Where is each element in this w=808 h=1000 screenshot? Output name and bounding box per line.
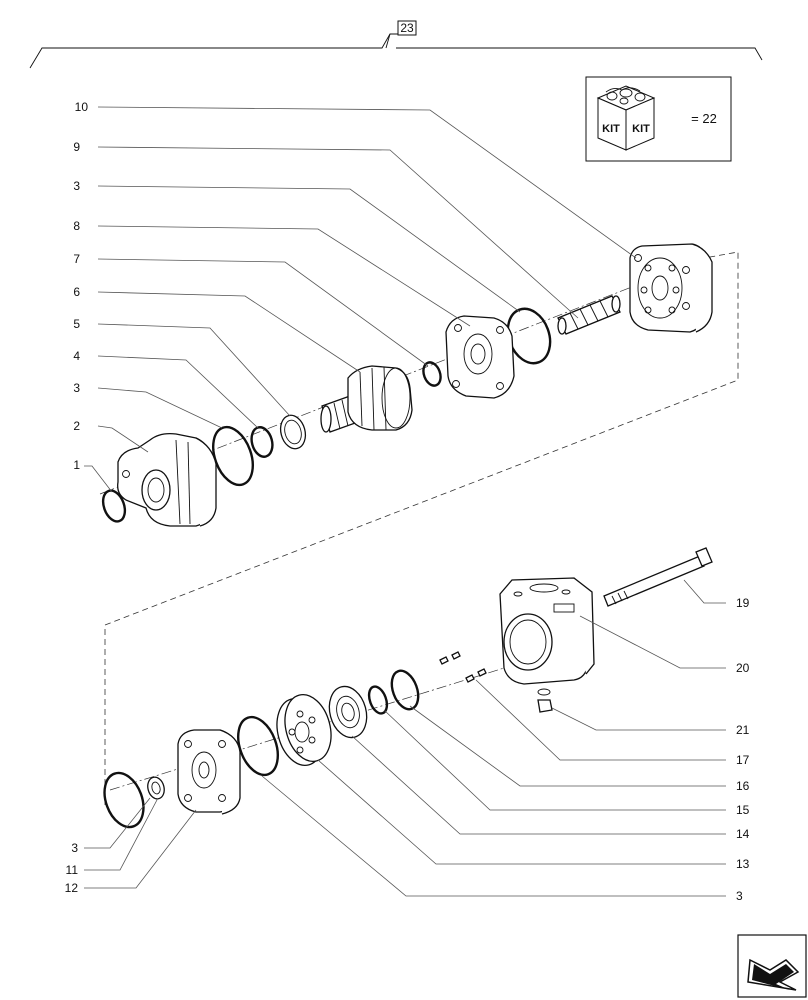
kit-box[interactable]: KIT KIT = 22 [585, 76, 732, 162]
leader-lines [84, 106, 726, 897]
callout-3-c[interactable]: 3 [736, 889, 743, 903]
callout-17[interactable]: 17 [736, 753, 750, 767]
assembly-bracket: 23 [29, 20, 763, 69]
seal-ring-14[interactable] [366, 684, 391, 716]
kit-label-right: KIT [632, 123, 650, 135]
o-ring-lower-middle[interactable] [231, 712, 285, 781]
callout-3-b[interactable]: 3 [73, 381, 80, 395]
callout-14[interactable]: 14 [736, 827, 750, 841]
callout-16[interactable]: 16 [736, 779, 750, 793]
bearing-plate[interactable] [445, 315, 515, 399]
callout-labels: 10 9 3 8 7 6 5 4 3 2 1 19 20 21 17 16 15… [65, 100, 750, 903]
callout-10[interactable]: 10 [75, 100, 89, 114]
check-pins[interactable] [439, 651, 487, 683]
arrow-icon [747, 958, 800, 991]
callout-3-d[interactable]: 3 [71, 841, 78, 855]
callout-9[interactable]: 9 [73, 140, 80, 154]
kit-box-icon: KIT KIT [596, 85, 656, 151]
assembly-boundary [104, 251, 739, 805]
kit-equals-label: = 22 [691, 111, 717, 126]
o-ring-15[interactable] [387, 667, 423, 713]
callout-19[interactable]: 19 [736, 596, 750, 610]
callout-4[interactable]: 4 [73, 349, 80, 363]
callout-1[interactable]: 1 [73, 458, 80, 472]
small-ring[interactable] [420, 360, 443, 388]
ring-4[interactable] [248, 425, 275, 459]
callout-8[interactable]: 8 [73, 219, 80, 233]
callout-2[interactable]: 2 [73, 419, 80, 433]
callout-21[interactable]: 21 [736, 723, 750, 737]
end-cover-plate[interactable] [629, 243, 713, 333]
upper-axis-line [99, 275, 661, 495]
callout-7[interactable]: 7 [73, 252, 80, 266]
gerotor-stator[interactable] [270, 689, 338, 770]
snap-ring[interactable] [99, 488, 129, 525]
callout-20[interactable]: 20 [736, 661, 750, 675]
assembly-ref-box[interactable] [397, 20, 417, 36]
seal-ring[interactable] [277, 412, 309, 451]
callout-13[interactable]: 13 [736, 857, 750, 871]
assembly-ref-label: 23 [400, 21, 414, 35]
plug-washer[interactable] [537, 688, 553, 713]
callout-12[interactable]: 12 [65, 881, 79, 895]
nav-arrow-button[interactable] [737, 934, 807, 998]
callout-6[interactable]: 6 [73, 285, 80, 299]
callout-11[interactable]: 11 [66, 863, 79, 877]
distributor-plate[interactable] [177, 729, 241, 815]
front-housing[interactable] [117, 432, 217, 527]
kit-label-left: KIT [602, 123, 620, 135]
tie-bolt[interactable] [603, 547, 713, 607]
washer-11[interactable] [145, 775, 166, 800]
callout-5[interactable]: 5 [73, 317, 80, 331]
o-ring-lower-left[interactable] [98, 768, 151, 833]
callout-15[interactable]: 15 [736, 803, 750, 817]
valve-housing[interactable] [499, 577, 595, 685]
callout-3-a[interactable]: 3 [73, 179, 80, 193]
rotor[interactable] [324, 682, 372, 742]
output-shaft-bearing[interactable] [320, 365, 413, 433]
splined-shaft[interactable] [557, 295, 621, 335]
